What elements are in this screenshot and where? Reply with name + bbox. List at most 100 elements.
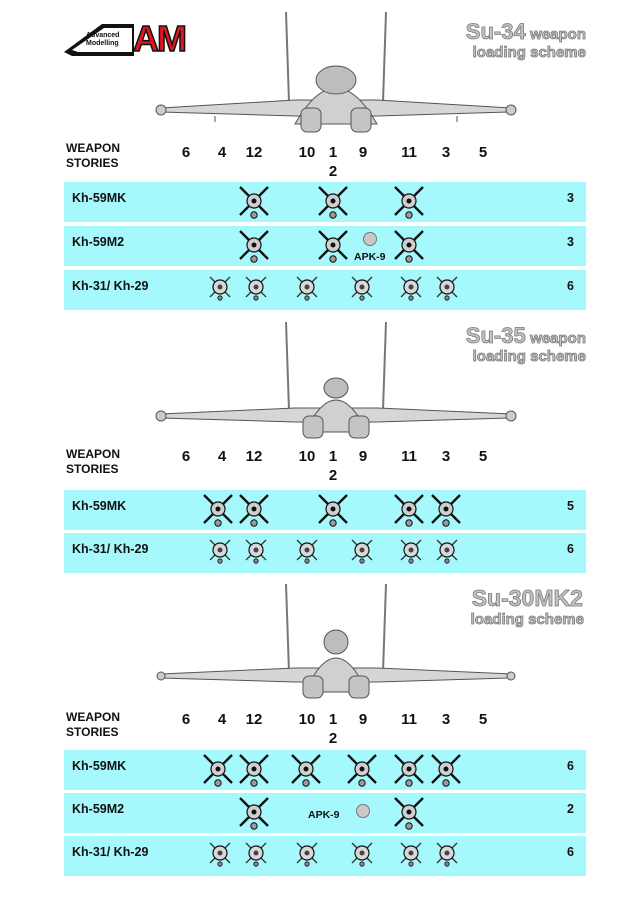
- station-number: 3: [441, 448, 451, 465]
- stories-line-1: WEAPON: [66, 141, 120, 155]
- kh59-missile-icon: [317, 185, 349, 220]
- title-weapon: weapon: [530, 26, 587, 43]
- row-count: 6: [567, 542, 574, 556]
- station-number: 1: [328, 711, 338, 728]
- kh59-missile-icon: [346, 753, 378, 788]
- kh59-missile-icon: [317, 229, 349, 264]
- station-number: 6: [181, 711, 191, 728]
- station-number: 9: [358, 144, 368, 161]
- row-label: Kh-31/ Kh-29: [72, 845, 149, 859]
- station-number: 2: [328, 467, 338, 484]
- row-count: 6: [567, 845, 574, 859]
- apk-label: APK-9: [308, 809, 340, 821]
- kh59-missile-icon: [393, 753, 425, 788]
- kh59-missile-icon: [317, 493, 349, 528]
- station-number: 5: [478, 448, 488, 465]
- station-number: 4: [217, 448, 227, 465]
- station-number: 9: [358, 448, 368, 465]
- kh59-missile-icon: [393, 185, 425, 220]
- row-label: Kh-59M2: [72, 235, 125, 249]
- kh31-missile-icon: [436, 842, 458, 867]
- kh59-missile-icon: [430, 493, 462, 528]
- station-number: 11: [401, 144, 417, 161]
- loadout-row: Kh-59MK 6: [64, 750, 586, 790]
- weapon-stories-label: WEAPON STORIES: [66, 710, 120, 740]
- station-number: 11: [401, 448, 417, 465]
- logo-wedge-icon: [64, 24, 134, 56]
- station-number: 5: [478, 144, 488, 161]
- title-model: Su-30MK2: [471, 585, 583, 611]
- station-number: 12: [245, 448, 263, 465]
- kh59-missile-icon: [238, 185, 270, 220]
- section-1-title: Su-34 weapon loading scheme: [465, 19, 587, 62]
- title-scheme: loading scheme: [470, 611, 584, 629]
- station-number: 5: [478, 711, 488, 728]
- station-number: 4: [217, 711, 227, 728]
- station-number: 6: [181, 448, 191, 465]
- stories-line-2: STORIES: [66, 462, 119, 476]
- row-count: 6: [567, 279, 574, 293]
- kh59-missile-icon: [393, 493, 425, 528]
- station-number: 3: [441, 711, 451, 728]
- su30mk2-front-view-icon: [156, 584, 516, 699]
- kh59-missile-icon: [393, 796, 425, 831]
- kh59-missile-icon: [238, 753, 270, 788]
- station-number: 11: [401, 711, 417, 728]
- station-number: 3: [441, 144, 451, 161]
- row-count: 3: [567, 235, 574, 249]
- loadout-row: Kh-59MK 3: [64, 182, 586, 222]
- row-label: Kh-59M2: [72, 802, 125, 816]
- row-label: Kh-59MK: [72, 191, 127, 205]
- row-count: 6: [567, 759, 574, 773]
- kh31-missile-icon: [296, 842, 318, 867]
- station-number: 9: [358, 711, 368, 728]
- row-label: Kh-59MK: [72, 759, 127, 773]
- section-3-title: Su-30MK2 loading scheme: [470, 585, 584, 629]
- station-number: 10: [298, 448, 316, 465]
- apk9-pod-icon: [363, 232, 377, 246]
- loadout-row: Kh-31/ Kh-29 6: [64, 533, 586, 573]
- kh31-missile-icon: [296, 276, 318, 301]
- apk-label: APK-9: [354, 251, 386, 263]
- row-count: 2: [567, 802, 574, 816]
- kh31-missile-icon: [209, 276, 231, 301]
- title-scheme: loading scheme: [472, 348, 586, 366]
- station-number: 10: [298, 711, 316, 728]
- station-number: 1: [328, 448, 338, 465]
- kh31-missile-icon: [351, 276, 373, 301]
- row-label: Kh-31/ Kh-29: [72, 542, 149, 556]
- station-number: 10: [298, 144, 316, 161]
- row-label: Kh-31/ Kh-29: [72, 279, 149, 293]
- kh31-missile-icon: [296, 539, 318, 564]
- station-number: 12: [245, 711, 263, 728]
- kh59-missile-icon: [202, 493, 234, 528]
- kh59-missile-icon: [430, 753, 462, 788]
- kh59-missile-icon: [238, 796, 270, 831]
- kh59-missile-icon: [202, 753, 234, 788]
- station-number: 12: [245, 144, 263, 161]
- kh59-missile-icon: [238, 493, 270, 528]
- kh31-missile-icon: [245, 842, 267, 867]
- kh59-missile-icon: [238, 229, 270, 264]
- kh31-missile-icon: [436, 539, 458, 564]
- station-number: 1: [328, 144, 338, 161]
- title-scheme: loading scheme: [472, 44, 586, 62]
- station-number: 4: [217, 144, 227, 161]
- apk9-pod-icon: [356, 804, 370, 818]
- title-weapon: weapon: [530, 330, 587, 347]
- row-count: 3: [567, 191, 574, 205]
- stories-line-1: WEAPON: [66, 447, 120, 461]
- row-label: Kh-59MK: [72, 499, 127, 513]
- logo: Advanced Modelling AM: [64, 17, 194, 60]
- loadout-row: Kh-59M2 3 APK-9: [64, 226, 586, 266]
- weapon-stories-label: WEAPON STORIES: [66, 141, 120, 171]
- kh31-missile-icon: [245, 539, 267, 564]
- station-number: 2: [328, 730, 338, 747]
- kh31-missile-icon: [400, 276, 422, 301]
- weapon-stories-label: WEAPON STORIES: [66, 447, 120, 477]
- kh59-missile-icon: [393, 229, 425, 264]
- kh31-missile-icon: [245, 276, 267, 301]
- section-2-title: Su-35 weapon loading scheme: [465, 323, 587, 366]
- loadout-row: Kh-31/ Kh-29 6: [64, 836, 586, 876]
- su35-front-view-icon: [155, 322, 517, 439]
